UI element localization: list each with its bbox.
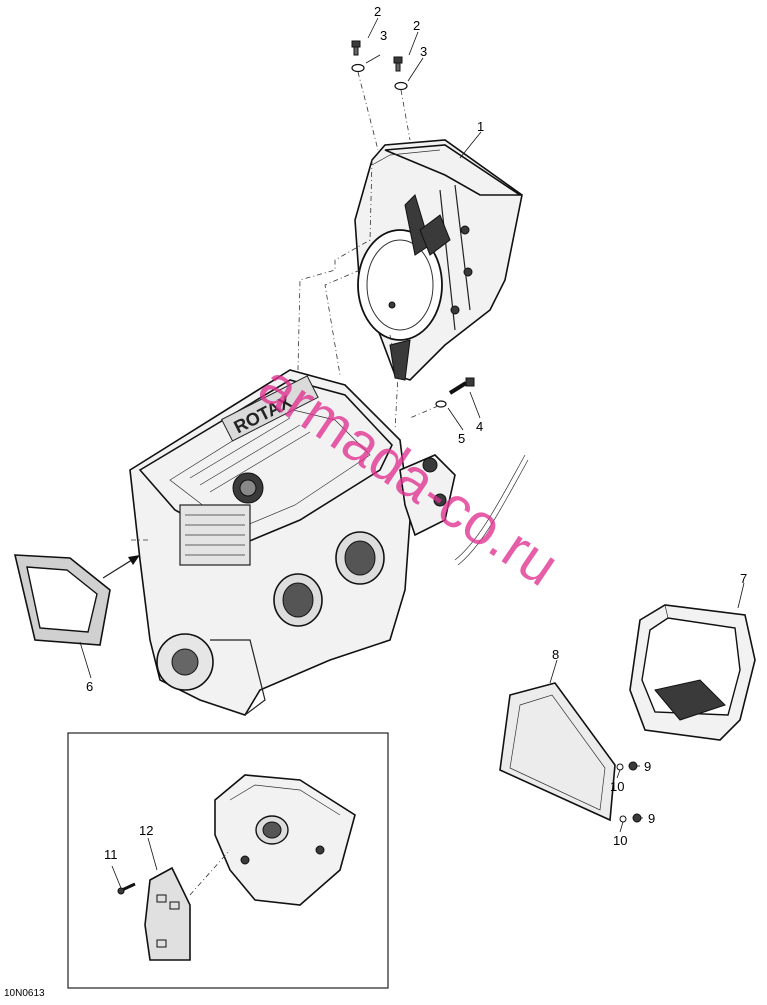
callout-12: 12 [139, 823, 153, 838]
callout-8: 8 [552, 647, 559, 662]
intake-left [273, 573, 323, 627]
washer-5 [435, 400, 447, 408]
intake-housing-part-1 [354, 139, 523, 381]
panel-part-8 [499, 682, 616, 822]
arrow-6-to-engine [102, 555, 140, 579]
callout-10-lower: 10 [613, 833, 627, 848]
callout-1: 1 [477, 119, 484, 134]
intake-right [335, 531, 385, 585]
screw-2-right [393, 56, 403, 72]
callout-6: 6 [86, 679, 93, 694]
washer-3-right [394, 81, 408, 91]
callout-9-lower: 9 [648, 811, 655, 826]
washer-3-left [351, 63, 365, 73]
callout-labels: 2 3 2 3 1 4 5 6 7 8 9 10 9 10 11 12 [86, 4, 747, 862]
fastener-9-10-lower [619, 813, 642, 823]
bolt-4 [448, 377, 475, 395]
callout-7: 7 [740, 571, 747, 586]
detail-inset [67, 732, 389, 989]
callout-3-left: 3 [380, 28, 387, 43]
assembly-lines [130, 71, 439, 541]
callout-2-left: 2 [374, 4, 381, 19]
fastener-9-10-upper [616, 761, 638, 771]
callout-11: 11 [104, 847, 118, 862]
drawing-code: 10N0613 [4, 988, 45, 999]
callout-10-upper: 10 [610, 779, 624, 794]
callout-4: 4 [476, 419, 483, 434]
leader-lines [79, 17, 745, 889]
funnel-part-7 [629, 604, 756, 741]
callout-2-right: 2 [413, 18, 420, 33]
screw-2-left [351, 40, 361, 56]
seal-part-6 [13, 554, 111, 646]
callout-9-upper: 9 [644, 759, 651, 774]
callout-5: 5 [458, 431, 465, 446]
callout-3-right: 3 [420, 44, 427, 59]
